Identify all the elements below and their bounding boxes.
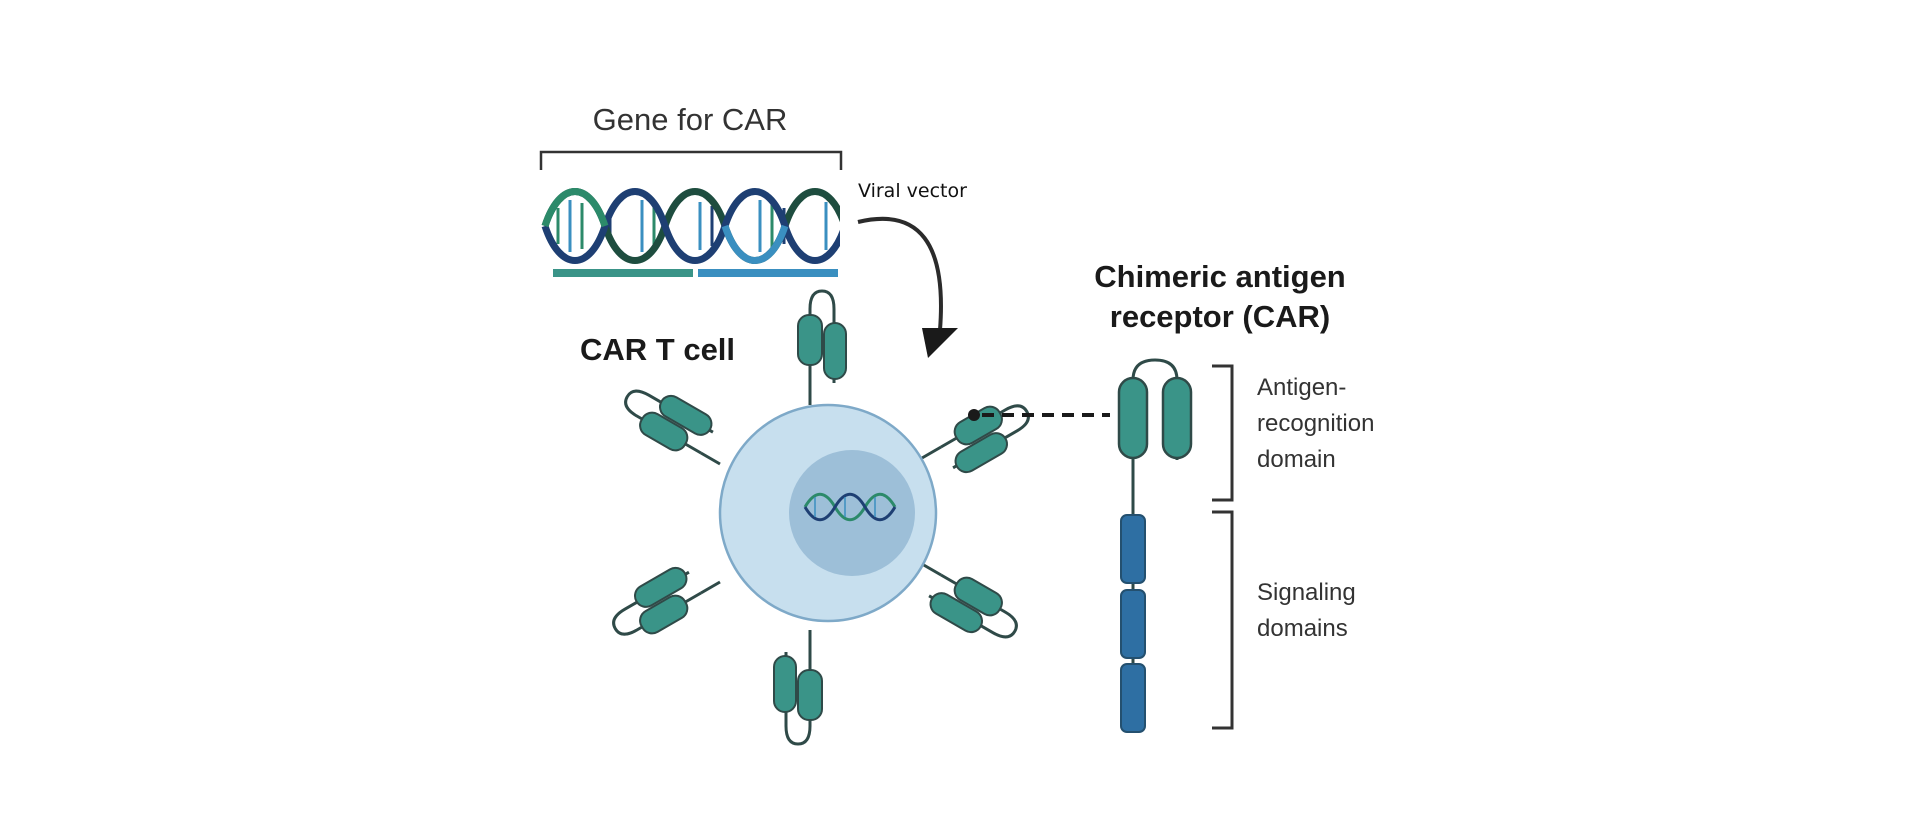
antigen-label-line1: Antigen- xyxy=(1257,374,1347,401)
viral-vector-label: Viral vector xyxy=(858,180,967,202)
gene-bracket xyxy=(539,150,843,170)
t-cell-icon xyxy=(601,289,1041,746)
nucleus-dna-icon xyxy=(803,492,897,522)
signaling-label-line1: Signaling xyxy=(1257,579,1356,606)
signaling-bracket xyxy=(1212,510,1234,730)
signaling-label-line2: domains xyxy=(1257,615,1348,642)
signaling-domains-label: Signaling domains xyxy=(1257,575,1457,647)
antigen-domain-right xyxy=(1161,376,1193,460)
gene-bar-teal xyxy=(553,269,693,277)
curved-arrow-icon xyxy=(857,216,958,358)
car-receptor xyxy=(796,289,848,407)
car-receptor xyxy=(601,549,728,651)
chimeric-title-line2: receptor (CAR) xyxy=(1109,299,1331,335)
antigen-recognition-label: Antigen- recognition domain xyxy=(1257,370,1457,478)
antigen-bracket xyxy=(1212,364,1234,502)
signaling-domain xyxy=(1120,514,1146,584)
antigen-label-line3: domain xyxy=(1257,446,1336,473)
car-receptor xyxy=(902,552,1029,654)
antigen-domain-left xyxy=(1117,376,1149,460)
cell-nucleus xyxy=(789,450,915,576)
car-receptor xyxy=(613,374,740,476)
dna-helix-icon xyxy=(541,188,840,264)
car-receptor-icon xyxy=(1117,358,1193,733)
antigen-label-line2: recognition xyxy=(1257,410,1375,437)
signaling-domain xyxy=(1120,663,1146,733)
car-receptor xyxy=(772,628,824,746)
chimeric-title-line1: Chimeric antigen xyxy=(1094,259,1346,294)
car-t-cell-label: CAR T cell xyxy=(580,332,736,367)
connector-dot xyxy=(968,409,980,421)
car-receptor xyxy=(914,389,1041,491)
signaling-domain xyxy=(1120,589,1146,659)
gene-for-car-label: Gene for CAR xyxy=(592,102,788,137)
gene-bar-blue xyxy=(698,269,838,277)
chimeric-antigen-receptor-title: Chimeric antigen receptor (CAR) xyxy=(1080,257,1360,338)
